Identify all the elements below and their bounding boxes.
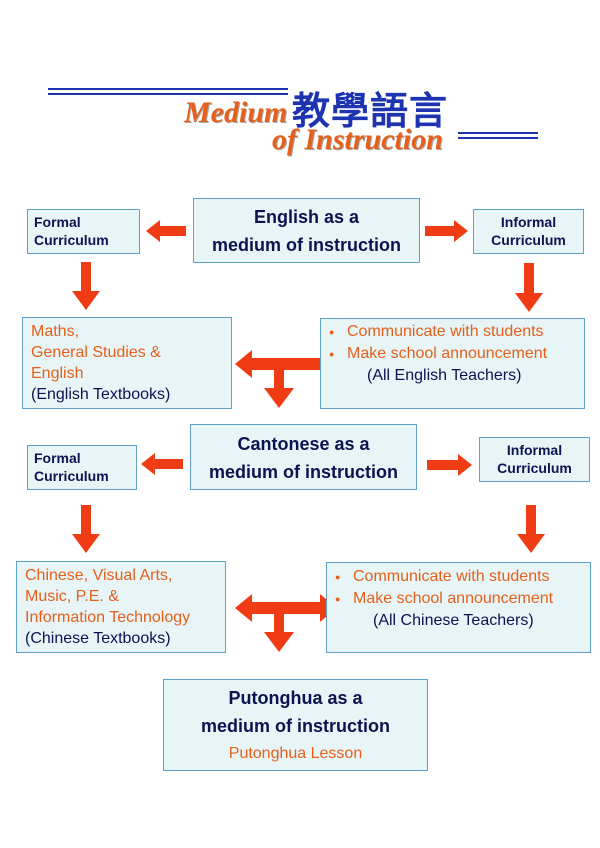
arrow-right-cantonese — [427, 454, 472, 476]
english-informal-item1: Communicate with students — [325, 321, 584, 343]
english-subjects-line2: General Studies & — [31, 344, 161, 361]
english-medium-box: English as a medium of instruction — [193, 198, 420, 263]
english-formal-line1: Formal — [34, 214, 81, 230]
english-informal-note: (All English Teachers) — [367, 367, 522, 384]
title-medium: Medium — [184, 96, 288, 129]
cantonese-informal-line1: Informal — [506, 442, 563, 458]
tee-arrow-cantonese — [235, 594, 337, 652]
cantonese-subjects-line1: Chinese, Visual Arts, — [25, 567, 173, 584]
title-rule-top-2 — [48, 93, 288, 95]
arrow-left-cantonese — [141, 453, 183, 475]
english-informal-activities-box: Communicate with students Make school an… — [320, 318, 585, 409]
cantonese-subjects-line2: Music, P.E. & — [25, 588, 119, 605]
cantonese-informal-line2: Curriculum — [497, 460, 572, 476]
arrow-right-english — [425, 220, 468, 242]
english-subjects-line3: English — [31, 365, 84, 382]
cantonese-heading-line1: Cantonese as a — [237, 434, 370, 454]
english-subjects-box: Maths, General Studies & English (Englis… — [22, 317, 232, 409]
cantonese-formal-line1: Formal — [34, 450, 81, 466]
english-subjects-line1: Maths, — [31, 323, 80, 340]
arrow-left-english — [146, 220, 186, 242]
cantonese-informal-curriculum-box: Informal Curriculum — [479, 437, 590, 482]
english-formal-line2: Curriculum — [34, 232, 109, 248]
cantonese-informal-activities-box: Communicate with students Make school an… — [326, 562, 591, 653]
english-informal-line2: Curriculum — [491, 232, 566, 248]
tee-arrow-english — [235, 350, 337, 408]
cantonese-medium-box: Cantonese as a medium of instruction — [190, 424, 417, 490]
english-heading-line1: English as a — [253, 207, 360, 227]
cantonese-formal-curriculum-box: Formal Curriculum — [27, 445, 137, 490]
putonghua-lesson: Putonghua Lesson — [228, 745, 363, 762]
english-heading-line2: medium of instruction — [212, 235, 401, 255]
arrow-down-english-informal — [515, 263, 543, 312]
english-informal-item2: Make school announcement — [325, 343, 584, 365]
cantonese-formal-line2: Curriculum — [34, 468, 109, 484]
english-informal-line1: Informal — [500, 214, 557, 230]
putonghua-heading-line1: Putonghua as a — [228, 688, 363, 708]
cantonese-informal-item2: Make school announcement — [331, 588, 590, 610]
arrow-down-cantonese-informal — [517, 505, 545, 553]
putonghua-heading-line2: medium of instruction — [201, 716, 390, 736]
title-chinese: 教學語言 — [292, 89, 449, 133]
cantonese-heading-line2: medium of instruction — [209, 462, 398, 482]
cantonese-subjects-box: Chinese, Visual Arts, Music, P.E. & Info… — [16, 561, 226, 653]
title-rule-top-1 — [48, 88, 288, 90]
cantonese-subjects-line3: Information Technology — [25, 609, 191, 626]
arrow-down-cantonese-formal — [72, 505, 100, 553]
english-informal-curriculum-box: Informal Curriculum — [473, 209, 584, 254]
arrow-down-english-formal — [72, 262, 100, 310]
title-rule-bottom-2 — [458, 137, 538, 139]
english-subjects-note: (English Textbooks) — [31, 386, 171, 403]
cantonese-informal-note: (All Chinese Teachers) — [373, 612, 534, 629]
cantonese-informal-item1: Communicate with students — [331, 566, 590, 588]
english-formal-curriculum-box: Formal Curriculum — [27, 209, 140, 254]
putonghua-medium-box: Putonghua as a medium of instruction Put… — [163, 679, 428, 771]
title-rule-bottom-1 — [458, 132, 538, 134]
title-instruction: of Instruction — [272, 123, 443, 156]
cantonese-subjects-note: (Chinese Textbooks) — [25, 630, 171, 647]
